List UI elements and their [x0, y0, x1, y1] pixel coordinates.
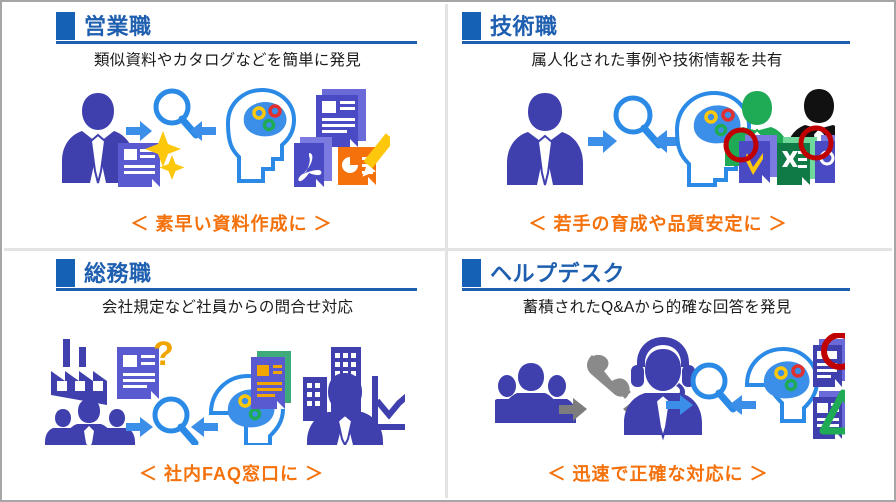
magnifier-icon: [153, 88, 199, 139]
header-accent-square: [462, 12, 481, 40]
panel-engineering: 技術職 属人化された事例や技術情報を共有: [448, 4, 892, 251]
presentation-file-icon: [337, 133, 390, 185]
panel-subtitle: 会社規定など社員からの問合せ対応: [101, 299, 354, 316]
panel-title: 総務職: [84, 261, 152, 286]
magnifier-icon: [613, 95, 663, 149]
panel-header: 営業職: [56, 10, 417, 44]
header-underline: [462, 288, 850, 291]
report-document-icon: [250, 350, 291, 409]
panel-illustration-helpdesk: [448, 321, 892, 456]
header-underline: [462, 41, 850, 44]
document-icon: [117, 143, 160, 187]
spreadsheet-file-icon: [777, 137, 817, 185]
header-underline: [56, 41, 417, 44]
pencil-icon: [361, 133, 390, 177]
header-accent-square: [56, 259, 75, 287]
people-group-icon: [495, 362, 576, 423]
factory-icon: [50, 338, 107, 405]
stacked-document-icon: [315, 89, 366, 147]
document-icon: [116, 346, 159, 399]
people-group-icon: [44, 398, 135, 445]
header-accent-square: [462, 259, 481, 287]
panel-illustration-engineering: [448, 74, 892, 206]
green-triangle-marker-icon: [819, 389, 845, 434]
engineering-illustration-svg: [507, 89, 835, 187]
cad-file-icon: [739, 135, 777, 183]
line-chart-icon: [371, 375, 405, 430]
panel-header: 総務職: [56, 257, 417, 291]
panel-footer: ＜ 素早い資料作成に ＞: [130, 214, 333, 234]
general-affairs-illustration-svg: ?: [44, 335, 405, 445]
magnifier-icon: [152, 396, 198, 445]
double-arrow-icon: [588, 130, 682, 153]
panel-subtitle: 類似資料やカタログなどを簡単に発見: [94, 52, 361, 69]
sparkle-icon: [144, 131, 184, 180]
panel-title: ヘルプデスク: [490, 261, 626, 286]
panel-footer: ＜ 迅速で正確な対応に ＞: [547, 464, 769, 484]
double-arrow-icon: [125, 121, 216, 141]
panel-sales: 営業職 類似資料やカタログなどを簡単に発見: [4, 4, 448, 251]
ai-brain-head-icon: [744, 346, 820, 423]
helpdesk-illustration-svg: [495, 332, 845, 440]
double-arrow-icon: [666, 394, 756, 415]
panel-illustration-general-affairs: ?: [4, 321, 445, 456]
telephone-icon: [587, 354, 631, 399]
businessperson-icon: [507, 93, 583, 186]
double-arrow-icon: [125, 416, 218, 437]
pdf-file-icon: [293, 137, 332, 187]
magnifier-icon: [690, 362, 737, 412]
panel-helpdesk: ヘルプデスク 蓄積されたQ&Aから的確な回答を発見: [448, 251, 892, 498]
panel-illustration-sales: [4, 74, 445, 206]
svg-text:?: ?: [153, 335, 174, 373]
red-circle-marker-icon: [723, 125, 834, 163]
red-circle-marker-icon: [821, 332, 845, 370]
panel-grid: 営業職 類似資料やカタログなどを簡単に発見: [4, 4, 892, 498]
panel-footer: ＜ 社内FAQ窓口に ＞: [138, 464, 324, 484]
panel-title: 営業職: [84, 14, 152, 39]
panel-subtitle: 蓄積されたQ&Aから的確な回答を発見: [522, 299, 792, 316]
panel-general-affairs: 総務職 会社規定など社員からの問合せ対応: [4, 251, 448, 498]
header-accent-square: [56, 12, 75, 40]
ai-brain-head-icon: [225, 87, 296, 183]
header-underline: [56, 288, 417, 291]
sales-illustration-svg: [61, 87, 390, 187]
panel-subtitle: 属人化された事例や技術情報を共有: [531, 52, 783, 69]
question-mark-icon: ?: [153, 335, 174, 373]
panel-header: 技術職: [462, 10, 850, 44]
panel-title: 技術職: [490, 14, 558, 39]
panel-header: ヘルプデスク: [462, 257, 850, 291]
panel-footer: ＜ 若手の育成や品質安定に ＞: [528, 214, 788, 234]
headset-operator-icon: [624, 336, 702, 440]
